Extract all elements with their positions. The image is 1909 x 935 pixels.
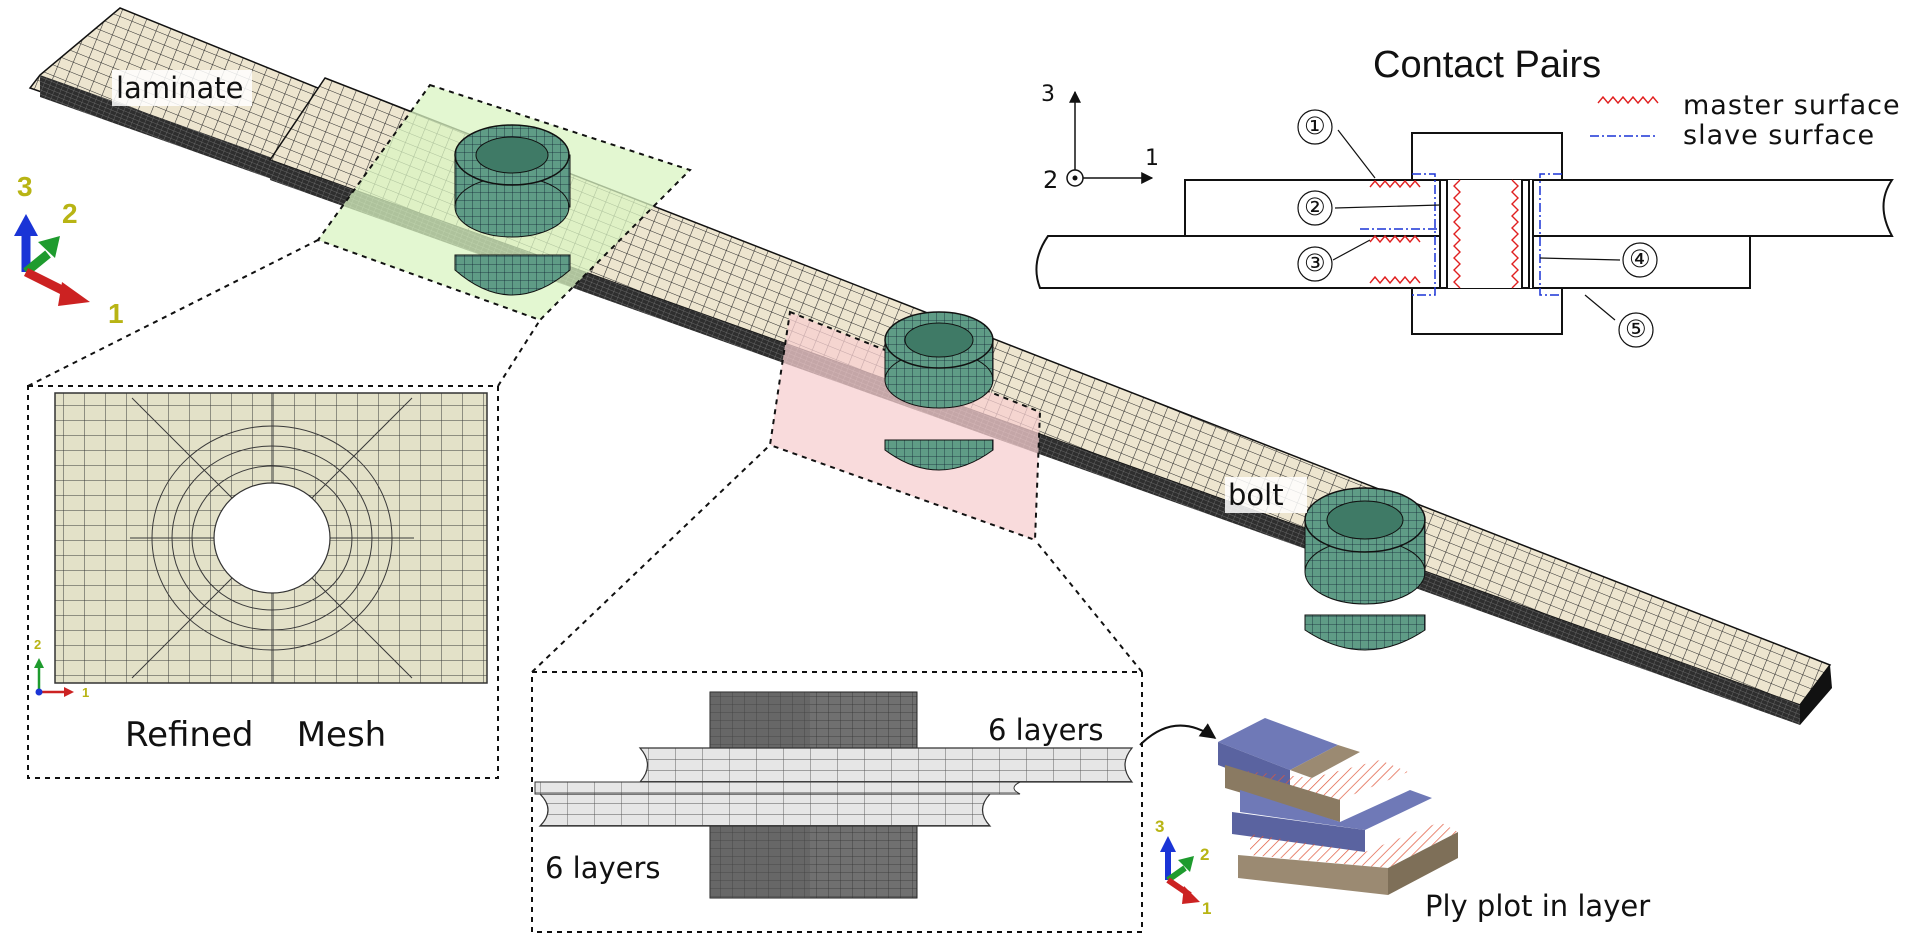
ply-axis-3-label: 3 (1155, 817, 1165, 836)
main-axis-2-label: 2 (62, 198, 78, 229)
small-axis-2-label: 2 (34, 637, 42, 652)
marker-4-label: ④ (1629, 245, 1651, 273)
ply-plot-label: Ply plot in layer (1425, 889, 1651, 923)
contact-axis-1-label: 1 (1145, 146, 1159, 171)
contact-pairs-title: Contact Pairs (1373, 44, 1602, 86)
six-layers-bottom-label: 6 layers (545, 851, 661, 885)
bolt-2 (884, 311, 994, 471)
ply-axis-triad (1160, 836, 1200, 904)
ply-axis-2-label: 2 (1200, 845, 1210, 864)
legend-slave-label: slave surface (1683, 120, 1876, 151)
contact-axis-3-label: 3 (1041, 82, 1055, 107)
layers-section (534, 691, 1134, 899)
contact-coordinate-system (1066, 90, 1154, 187)
main-axis-1-label: 1 (108, 298, 124, 329)
marker-3-label: ③ (1304, 249, 1326, 277)
main-axis-3-label: 3 (17, 171, 33, 202)
bolt-1 (454, 124, 571, 296)
ply-arrow (1139, 723, 1217, 746)
small-axis-1-label: 1 (82, 685, 90, 700)
refined-mesh-label: Refined Mesh (125, 715, 387, 755)
master-surfaces (1369, 95, 1659, 289)
contact-joint-section (1035, 132, 1894, 335)
marker-1-label: ① (1304, 112, 1326, 140)
slave-surfaces (1360, 135, 1656, 296)
small-axis-triad (34, 658, 74, 697)
marker-leaders (1297, 109, 1658, 348)
main-axis-triad (14, 214, 90, 306)
marker-5-label: ⑤ (1625, 315, 1647, 343)
ply-staircase (1218, 718, 1458, 895)
bolt-3 (1304, 487, 1426, 651)
six-layers-top-label: 6 layers (988, 713, 1104, 747)
bolt-label: bolt (1228, 478, 1284, 512)
layers-leader-right (1034, 539, 1143, 673)
legend-master-label: master surface (1683, 90, 1901, 121)
refined-mesh-plate (54, 392, 488, 684)
refined-mesh-leader-right (497, 319, 541, 387)
laminate-label: laminate (116, 71, 244, 105)
laminate-end-face (1800, 665, 1832, 725)
ply-axis-1-label: 1 (1202, 899, 1212, 918)
pink-highlight-zone (768, 310, 1042, 542)
layers-leader-left (531, 444, 771, 673)
contact-axis-2-label: 2 (1043, 166, 1059, 194)
marker-2-label: ② (1304, 193, 1326, 221)
refined-mesh-leader-left (27, 239, 319, 387)
